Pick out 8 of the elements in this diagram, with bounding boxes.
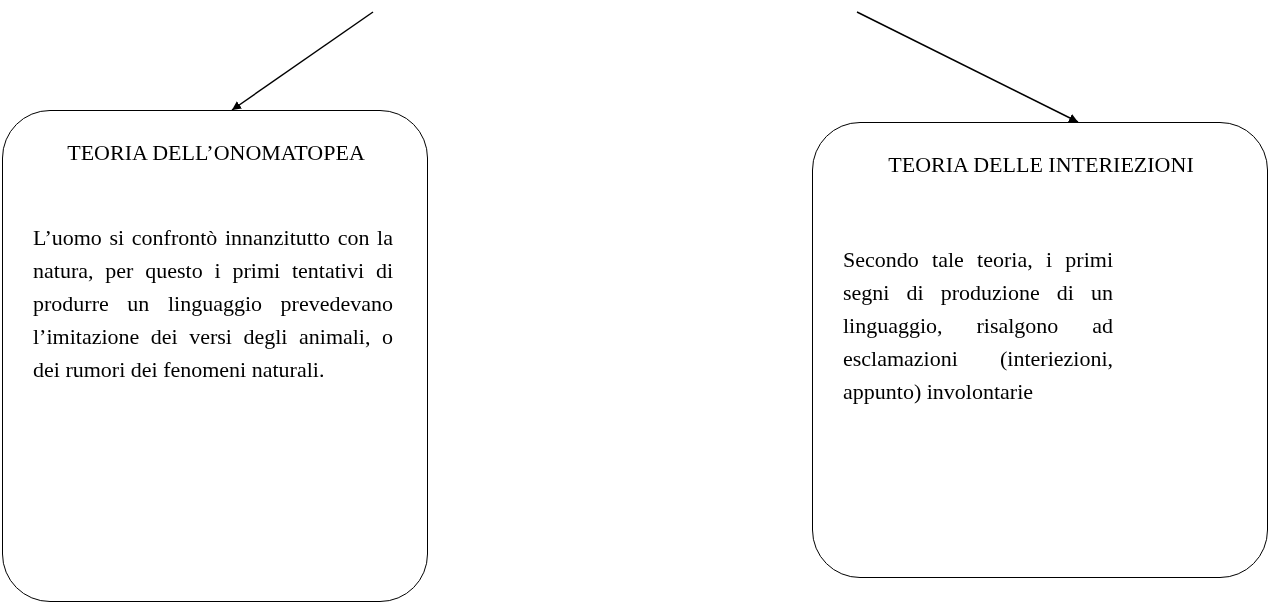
rounded-box [2,110,428,602]
box-text: L’uomo si confrontò innanzitutto con la natura, per questo i primi tentativi di produrre un linguaggio prevedevano l’imitazione dei versi degli animali, o dei rumori dei fenomeni naturali. [33,224,393,384]
box-heading: TEORIA DELLE INTERIEZIONI [887,151,1195,179]
box-text: Secondo tale teoria, i primi segni di produzione di un linguaggio, risalgono ad esclamazioni (interiezioni, appunto) involontarie [843,246,1113,406]
box-heading: TEORIA DELL’ONOMATOPEA [66,139,366,167]
rounded-box [812,122,1268,578]
arrow [231,11,374,111]
arrow [856,11,1079,123]
